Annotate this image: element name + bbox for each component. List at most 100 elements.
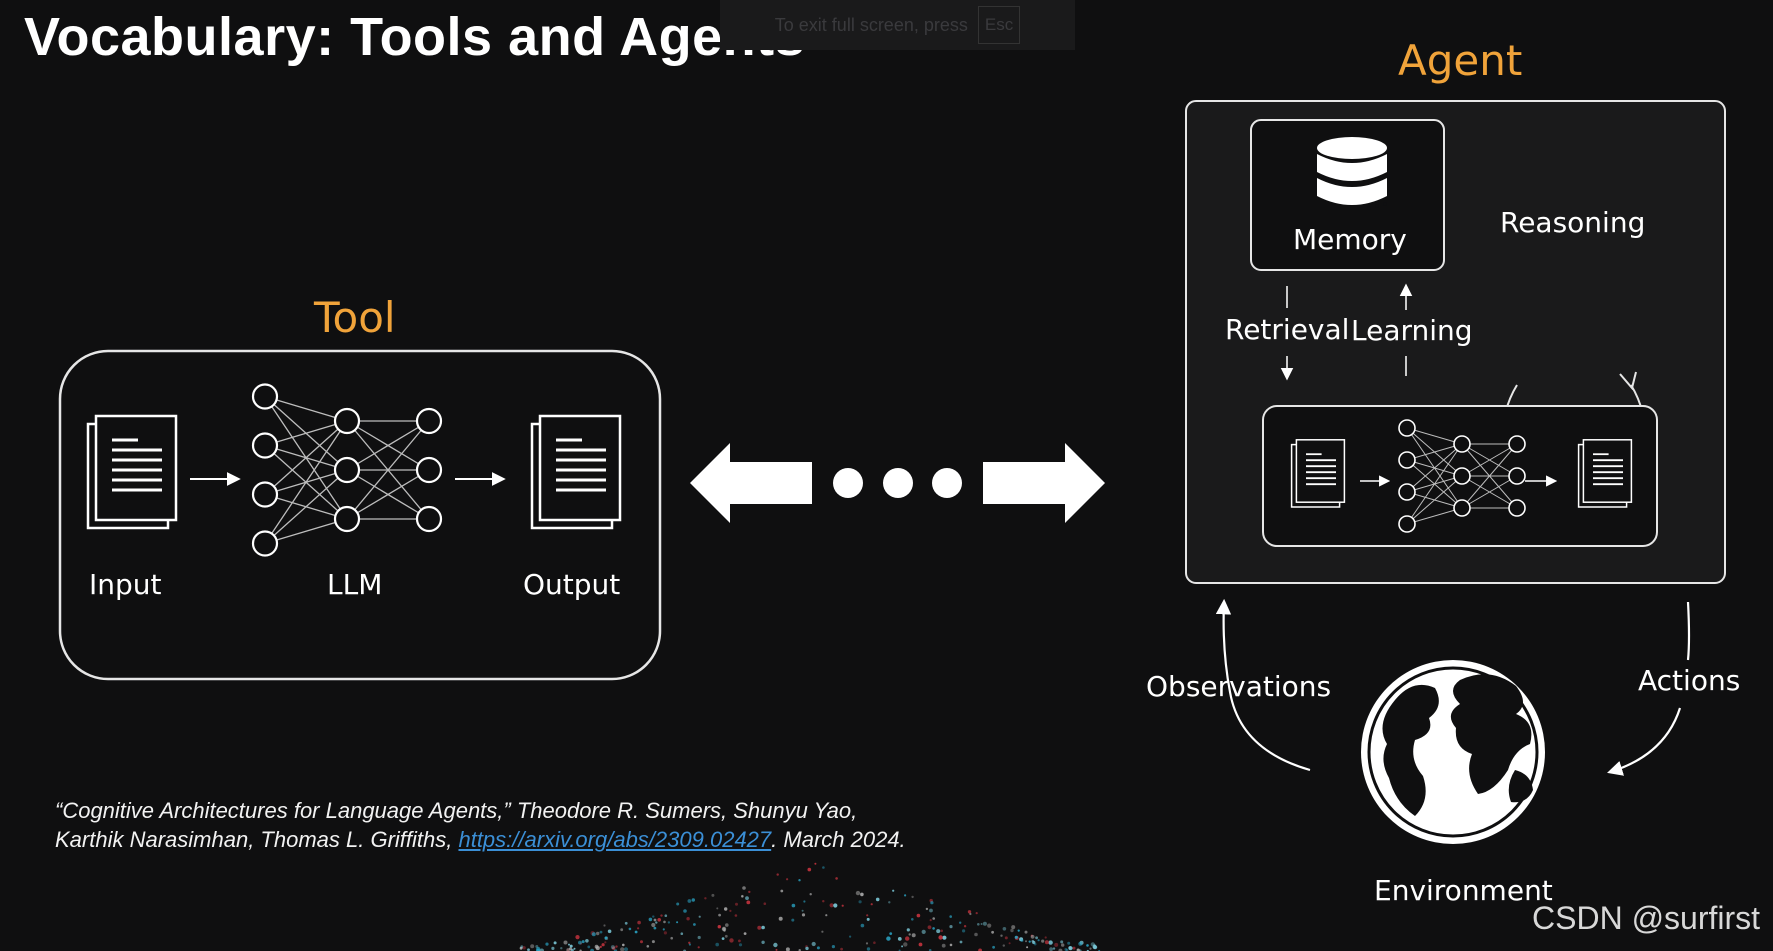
particle-dot: [805, 946, 809, 951]
particle-dot: [683, 909, 687, 913]
particle-decoration: [519, 862, 1101, 951]
watermark: CSDN @surfirst: [1532, 900, 1761, 936]
inner-neural-network-icon: [1398, 419, 1526, 533]
agent-heading: Agent: [1398, 36, 1523, 85]
particle-dot: [655, 921, 658, 924]
particle-dot: [801, 913, 806, 917]
particle-dot: [778, 916, 783, 921]
particle-dot: [929, 908, 933, 913]
nn-edge: [1406, 507, 1463, 525]
nn-edge: [1406, 475, 1463, 525]
particle-dot: [615, 945, 618, 948]
particle-dot: [1025, 940, 1027, 943]
particle-dot: [870, 903, 873, 906]
output-doc-icon: [530, 414, 622, 530]
particle-dot: [916, 913, 921, 918]
particle-dot: [921, 929, 926, 935]
particle-dot: [791, 903, 796, 908]
database-icon: [1317, 137, 1387, 210]
neural-network-icon: [251, 383, 443, 557]
particle-dot: [601, 943, 605, 947]
particle-dot: [667, 921, 671, 924]
particle-dot: [599, 930, 603, 934]
particle-dot: [860, 892, 864, 897]
particle-dot: [1060, 940, 1064, 944]
nn-edge: [1406, 443, 1463, 493]
tool-heading: Tool: [314, 293, 396, 342]
input-doc-icon: [86, 414, 178, 530]
particle-dot: [657, 918, 661, 922]
particle-dot: [938, 935, 943, 940]
esc-key-badge[interactable]: Esc: [977, 6, 1021, 44]
particle-dot: [604, 936, 608, 940]
particle-dot: [786, 878, 789, 881]
particle-dot: [1011, 925, 1016, 930]
particle-dot: [1010, 928, 1014, 933]
fullscreen-exit-banner: To exit full screen, press Esc: [720, 0, 1075, 50]
particle-dot: [886, 936, 891, 941]
particle-dot: [676, 921, 679, 924]
particle-dot: [1037, 939, 1040, 942]
particle-dot: [911, 895, 914, 899]
particle-dot: [831, 945, 836, 949]
particle-dot: [814, 862, 817, 865]
observations-arrow: [1215, 598, 1311, 772]
nn-node: [415, 505, 443, 533]
inner-input-doc-icon: [1290, 438, 1346, 508]
particle-dot: [680, 932, 684, 935]
particle-dot: [607, 929, 612, 934]
memory-label: Memory: [1293, 223, 1407, 256]
particle-dot: [798, 879, 801, 882]
particle-dot: [969, 912, 972, 916]
particle-dot: [1032, 940, 1036, 945]
particle-dot: [585, 939, 589, 943]
arxiv-link[interactable]: https://arxiv.org/abs/2309.02427: [458, 827, 772, 852]
particle-dot: [873, 941, 876, 944]
particle-dot: [978, 948, 982, 951]
particle-dot: [652, 915, 655, 918]
particle-dot: [724, 907, 728, 911]
particle-dot: [908, 933, 911, 936]
particle-dot: [676, 902, 680, 906]
nn-node: [1508, 467, 1526, 485]
particle-dot: [858, 900, 862, 904]
particle-dot: [563, 940, 568, 945]
nn-node: [251, 432, 279, 459]
particle-dot: [942, 935, 947, 940]
nn-edge: [1406, 443, 1463, 525]
particle-dot: [1076, 948, 1080, 951]
particle-dot: [773, 942, 778, 948]
particle-dot: [725, 923, 729, 927]
particle-dot: [663, 920, 666, 924]
particle-dot: [578, 940, 582, 945]
particle-dot: [980, 923, 983, 925]
nn-node: [1453, 435, 1471, 453]
fullscreen-banner-text: To exit full screen, press: [774, 14, 968, 35]
nn-edge: [1461, 475, 1518, 509]
particle-dot: [711, 893, 715, 897]
particle-dot: [1061, 943, 1065, 947]
particle-dot: [936, 929, 941, 934]
nn-edge: [346, 469, 430, 520]
particle-dot: [835, 877, 838, 880]
particle-dot: [742, 886, 746, 890]
particle-dot: [904, 894, 907, 897]
particle-dot: [1033, 942, 1037, 946]
particle-dot: [865, 942, 869, 945]
particle-dot: [991, 930, 994, 934]
particle-dot: [591, 932, 596, 937]
particle-dot: [746, 900, 751, 905]
particle-dot: [866, 947, 871, 951]
particle-dot: [780, 889, 784, 893]
particle-dot: [761, 940, 765, 944]
particle-dot: [1093, 945, 1098, 950]
particle-dot: [866, 917, 870, 921]
tool-box: [58, 349, 662, 681]
nn-node: [1398, 419, 1416, 437]
particle-dot: [693, 923, 696, 926]
particle-dot: [1000, 934, 1003, 937]
particle-dot: [1020, 939, 1024, 942]
citation-authors: Karthik Narasimhan, Thomas L. Griffiths,: [55, 827, 459, 852]
nn-edge: [1461, 443, 1518, 509]
